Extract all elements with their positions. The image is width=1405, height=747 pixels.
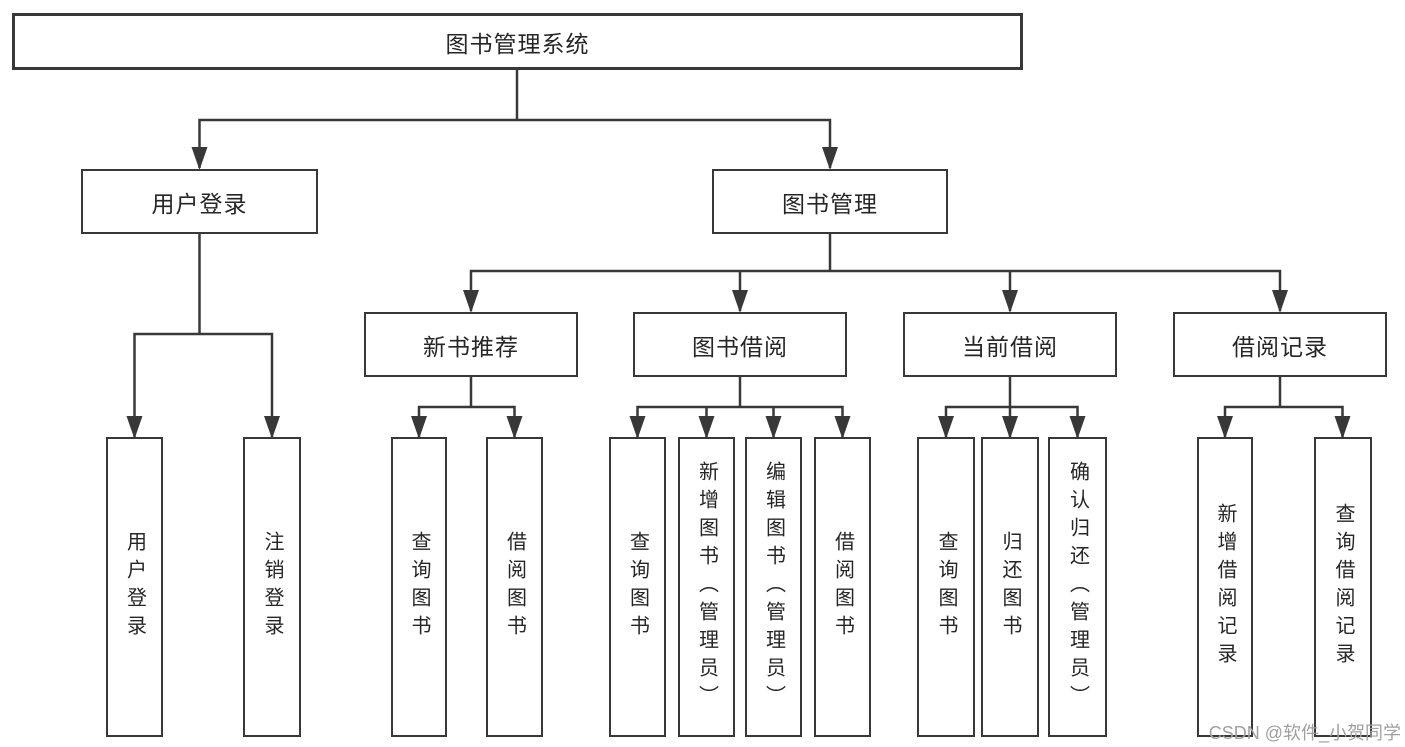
leaf-label: 查询图书 <box>935 531 957 643</box>
node-label: 图书借阅 <box>692 333 788 360</box>
csdn-watermark: CSDN @软件_小贺同学 <box>1208 723 1401 743</box>
leaf-logout: 注销登录 <box>243 437 301 737</box>
node-library-management-system: 图书管理系统 <box>12 13 1023 70</box>
leaf-label: 编辑图书（管理员） <box>762 461 785 713</box>
node-label: 新书推荐 <box>423 333 519 360</box>
node-label: 当前借阅 <box>962 333 1058 360</box>
leaf-label: 查询图书 <box>626 531 649 643</box>
root-to-level2-connector <box>191 70 838 170</box>
new-book-recommend-to-leaves-connector <box>411 377 523 439</box>
leaf-label: 注销登录 <box>261 531 283 643</box>
node-label: 图书管理系统 <box>445 30 590 57</box>
node-borrowing-records: 借阅记录 <box>1173 312 1387 377</box>
leaf-label: 新增图书（管理员） <box>695 461 718 713</box>
leaf-return-books: 归还图书 <box>981 437 1039 737</box>
leaf-label: 归还图书 <box>999 531 1021 643</box>
leaf-add-book-admin: 新增图书（管理员） <box>678 437 735 737</box>
current-borrowing-to-leaves-connector <box>938 377 1086 439</box>
book-management-to-level3-connector <box>463 234 1288 313</box>
leaf-label: 借阅图书 <box>831 531 854 643</box>
borrowing-records-to-leaves-connector <box>1217 377 1351 439</box>
leaf-label: 查询借阅记录 <box>1332 503 1354 671</box>
leaf-confirm-return-admin: 确认归还（管理员） <box>1048 437 1107 737</box>
node-label: 借阅记录 <box>1232 333 1328 360</box>
book-borrowing-to-leaves-connector <box>629 377 851 439</box>
leaf-query-books-recommend: 查询图书 <box>391 437 447 737</box>
node-label: 图书管理 <box>782 190 878 217</box>
leaf-query-books-current: 查询图书 <box>917 437 975 737</box>
leaf-edit-book-admin: 编辑图书（管理员） <box>745 437 802 737</box>
leaf-add-borrow-record: 新增借阅记录 <box>1197 437 1253 737</box>
node-book-borrowing: 图书借阅 <box>633 312 847 377</box>
node-book-management: 图书管理 <box>712 169 948 234</box>
leaf-label: 用户登录 <box>123 531 146 643</box>
leaf-query-borrow-record: 查询借阅记录 <box>1314 437 1372 737</box>
leaf-label: 新增借阅记录 <box>1214 503 1236 671</box>
leaf-label: 借阅图书 <box>503 531 526 643</box>
node-label: 用户登录 <box>151 190 248 217</box>
leaf-label: 确认归还（管理员） <box>1066 461 1089 713</box>
leaf-borrow-books: 借阅图书 <box>814 437 871 737</box>
leaf-borrow-books-recommend: 借阅图书 <box>486 437 543 737</box>
node-current-borrowing: 当前借阅 <box>903 312 1117 377</box>
user-login-to-leaves-connector <box>126 234 280 439</box>
leaf-label: 查询图书 <box>408 531 430 643</box>
node-new-book-recommend: 新书推荐 <box>364 312 578 377</box>
leaf-query-books-borrow: 查询图书 <box>609 437 666 737</box>
leaf-user-login: 用户登录 <box>106 437 163 737</box>
node-user-login: 用户登录 <box>81 169 318 234</box>
